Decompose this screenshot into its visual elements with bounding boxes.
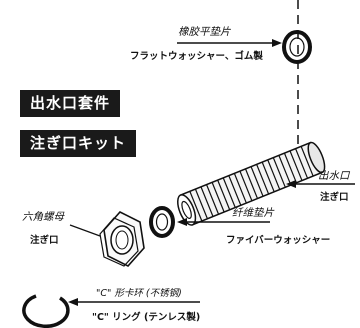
spout-label-cn: 出水口	[318, 170, 350, 182]
hex-nut-arrow	[69, 224, 101, 237]
fiber-washer-label-cn: 纤维垫片	[232, 207, 274, 219]
hex-nut-part	[99, 211, 145, 267]
c-ring-part	[22, 294, 70, 328]
rubber-washer-label-cn: 橡胶平垫片	[178, 26, 231, 38]
hex-nut-label-jp: 注ぎ口	[30, 235, 59, 246]
rubber-washer-part	[282, 30, 312, 64]
spout-body-part	[177, 141, 326, 226]
c-clip-label-jp: "C" リング (テンレス製)	[92, 312, 201, 323]
kit-title-banner-jp: 注ぎ口キット	[20, 130, 137, 157]
spout-label-jp: 注ぎ口	[320, 192, 349, 203]
fiber-washer-label-jp: ファイバーウォッシャー	[226, 235, 331, 246]
rubber-washer-label-jp: フラットウォッシャー、ゴム製	[130, 51, 263, 62]
c-clip-label-cn: "C" 形卡环 (不锈钢)	[96, 288, 182, 299]
fiber-washer-part	[149, 206, 175, 238]
hex-nut-label-cn: 六角螺母	[22, 211, 64, 223]
kit-title-banner-cn: 出水口套件	[20, 90, 121, 117]
